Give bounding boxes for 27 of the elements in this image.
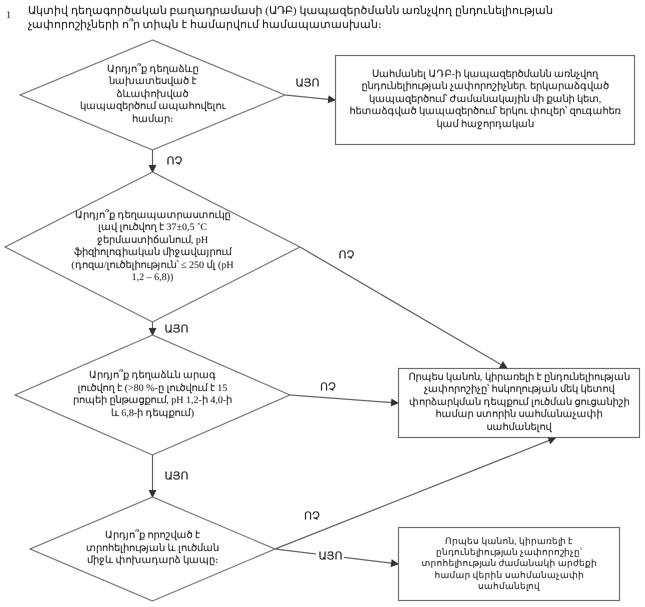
title: Ակտիվ դեղագործական բաղադրամասի (ԱԴԲ) կապազերծմանն առնչվող ընդունելիության չափորոշիչների ո՞ր տիպն է համարվում համապատասխան։ bbox=[28, 4, 554, 32]
node-text: Որպես կանոն, կիրառելի է ընդունելիության չափորոշիչը՝ հսկողության մեկ կետով փորձարկման դեպքում լուծման ցուցանիշի համար ստորին սահմանաչափի սահմանելով bbox=[407, 372, 631, 434]
node-text: Արդյո՞ք դեղաձևն արագ լուծվող է (>80 %-ը լուծվում է 15 րոպեի ընթացքում, pH 1,2-ի 4,0-ի և 6,8-ի դեպքում) bbox=[72, 370, 234, 420]
node-text: Որպես կանոն, կիրառելի է ընդունելիության չափորոշիչը՝ տրոհելիության ժամանակի արժեքի համար վերին սահմանաչափի սահմանելով bbox=[420, 536, 598, 592]
edge-label: ԱՅՈ bbox=[162, 322, 190, 335]
process-box bbox=[398, 368, 640, 438]
arrow bbox=[148, 322, 156, 336]
arrow bbox=[148, 150, 156, 173]
arrow bbox=[274, 436, 556, 550]
node-text: Արդյո՞ք դեղապատրաստուկը լավ լուծվող է 37±0,5 ˚C ջերմաստիճանում, pH ֆիզիոլոգիական միջավայրում (դոզա/լուծելիություն՝ ≤ 250 մլ (pH 1,2 – 6,8)) bbox=[70, 210, 235, 284]
node-text: Սահմանել ԱԴԲ-ի կապազերծմանն առնչվող ընդունելիության չափորոշիչներ. երկարաձգված կապազերծում՝ ժամանակային մի քանի կետ, հետաձգված կապազերծում՝ երկու փուլեր՝ զուգահեռ կամ հաջորդական bbox=[348, 68, 622, 132]
edge-label: ԱՅՈ bbox=[316, 549, 344, 562]
arrow bbox=[300, 246, 508, 368]
arrow bbox=[284, 94, 336, 104]
process-box bbox=[335, 55, 635, 145]
edge-label: ՈՉ bbox=[318, 380, 338, 394]
edge-label: ՈՉ bbox=[164, 154, 184, 168]
arrow bbox=[290, 394, 399, 406]
edge-label: ՈՉ bbox=[336, 248, 356, 262]
arrow bbox=[148, 454, 156, 498]
edge-label: ՈՉ bbox=[302, 510, 322, 523]
edge-label: ԱՅՈ bbox=[162, 470, 190, 482]
node-text: Արդյո՞ք որոշված է տրոհելիության և լուծման միջև փոխադարձ կապը։ bbox=[85, 530, 220, 568]
node-text: Արդյո՞ք դեղաձևը նախատեսված է ձևափոխված կապազերծում ապահովելու համար։ bbox=[78, 64, 227, 126]
footnote-number: 1 bbox=[6, 10, 11, 21]
edge-label: ԱՅՈ bbox=[294, 76, 322, 90]
process-box bbox=[398, 527, 620, 601]
